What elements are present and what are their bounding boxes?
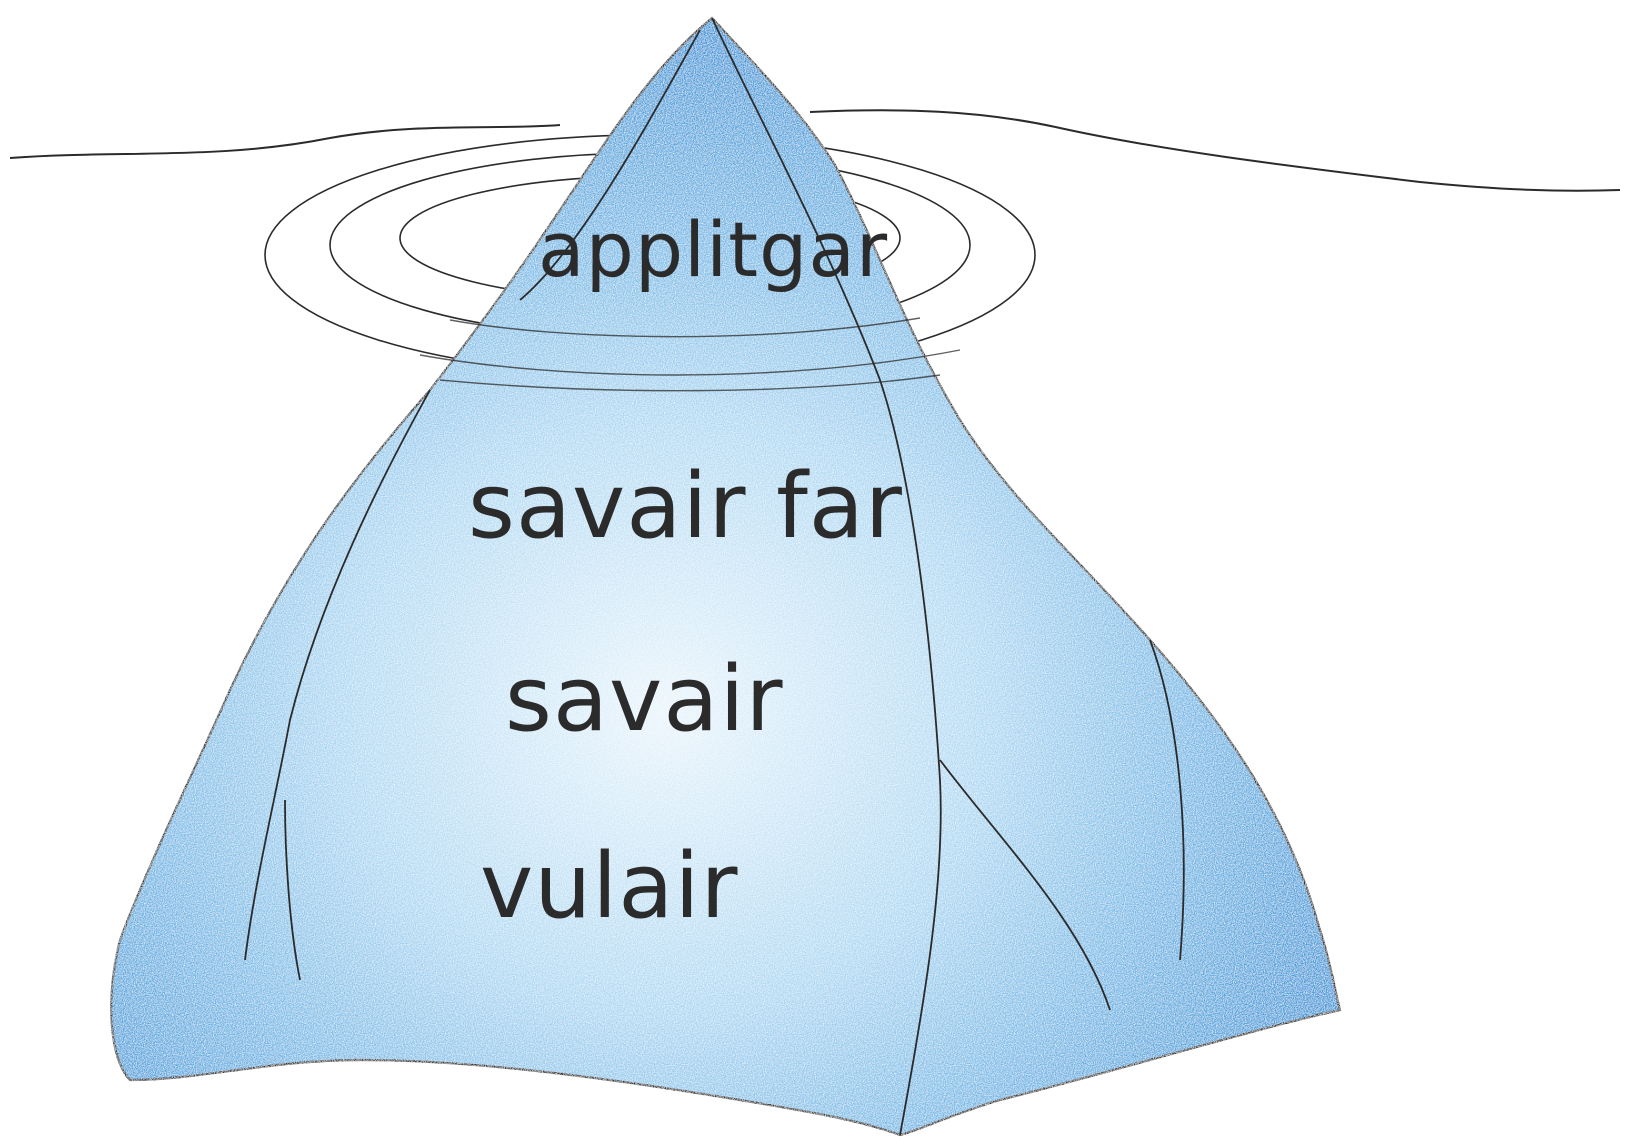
iceberg-shape <box>111 18 1340 1135</box>
level-label-3: savair <box>505 655 783 745</box>
level-label-4: vulair <box>480 842 738 932</box>
level-label-above-water: applitgar <box>538 212 888 288</box>
level-label-2: savair far <box>468 462 903 552</box>
